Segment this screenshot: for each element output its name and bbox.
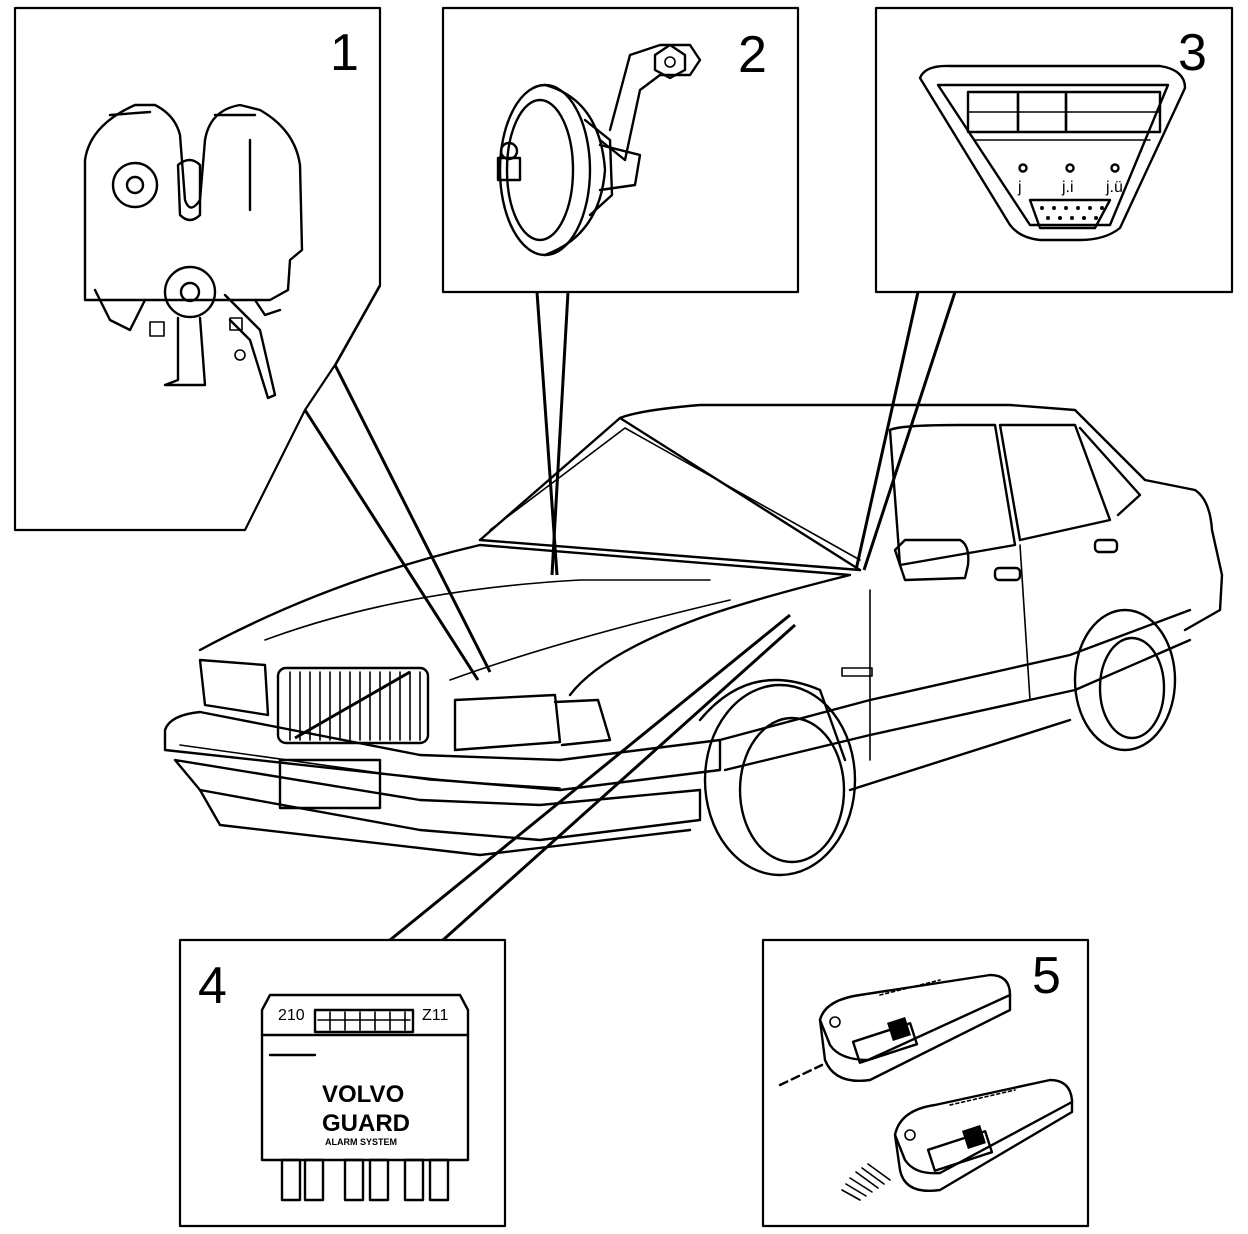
side-mirror: [893, 538, 970, 582]
front-side-window: [888, 423, 1017, 567]
hood: [198, 543, 852, 697]
svg-text:j.i: j.i: [1061, 179, 1074, 196]
car-roof: [478, 403, 1224, 632]
latch-plate: [83, 103, 304, 302]
left-headlight: [198, 658, 270, 717]
panel-3-frame: [874, 6, 1234, 294]
front-wheel: [703, 683, 857, 877]
panel-2-siren: 2: [441, 6, 800, 294]
callout-number-1: 1: [330, 24, 359, 82]
svg-text:j.ü: j.ü: [1105, 179, 1123, 196]
remote-transmitter-1: [778, 973, 1012, 1087]
svg-text:j: j: [1017, 179, 1022, 196]
panel-1-hood-latch: 1: [13, 6, 382, 532]
led-housing: [918, 64, 1187, 242]
module-pin-left: 210: [278, 1007, 305, 1024]
module-brand-line1: VOLVO: [322, 1081, 404, 1108]
front-bumper: [163, 710, 722, 792]
module-subtitle: ALARM SYSTEM: [325, 1137, 397, 1147]
callout-number-4: 4: [198, 957, 227, 1015]
rear-side-window: [998, 423, 1112, 542]
callout-number-2: 2: [738, 26, 767, 84]
panel-4-control-module: 4 210 Z11 VOLVO GUARD ALARM SYSTEM: [178, 938, 507, 1228]
panel-5-remote-transmitters: 5: [761, 938, 1090, 1228]
module-pin-right: Z11: [422, 1007, 448, 1024]
horn-bracket: [598, 43, 702, 162]
right-headlight: [453, 693, 562, 752]
callout-number-3: 3: [1178, 24, 1207, 82]
callout-number-5: 5: [1032, 947, 1061, 1005]
car-illustration: [163, 403, 1224, 877]
module-body: [260, 993, 470, 1162]
panel-3-led-indicator: 3 j j.i j.ü: [874, 6, 1234, 294]
panel-4-frame: [178, 938, 507, 1228]
remote-transmitter-2: [841, 1078, 1074, 1201]
rear-wheel: [1073, 608, 1177, 752]
callout-lines: [303, 284, 957, 942]
module-brand-line2: GUARD: [322, 1110, 410, 1137]
license-plate: [278, 758, 382, 810]
